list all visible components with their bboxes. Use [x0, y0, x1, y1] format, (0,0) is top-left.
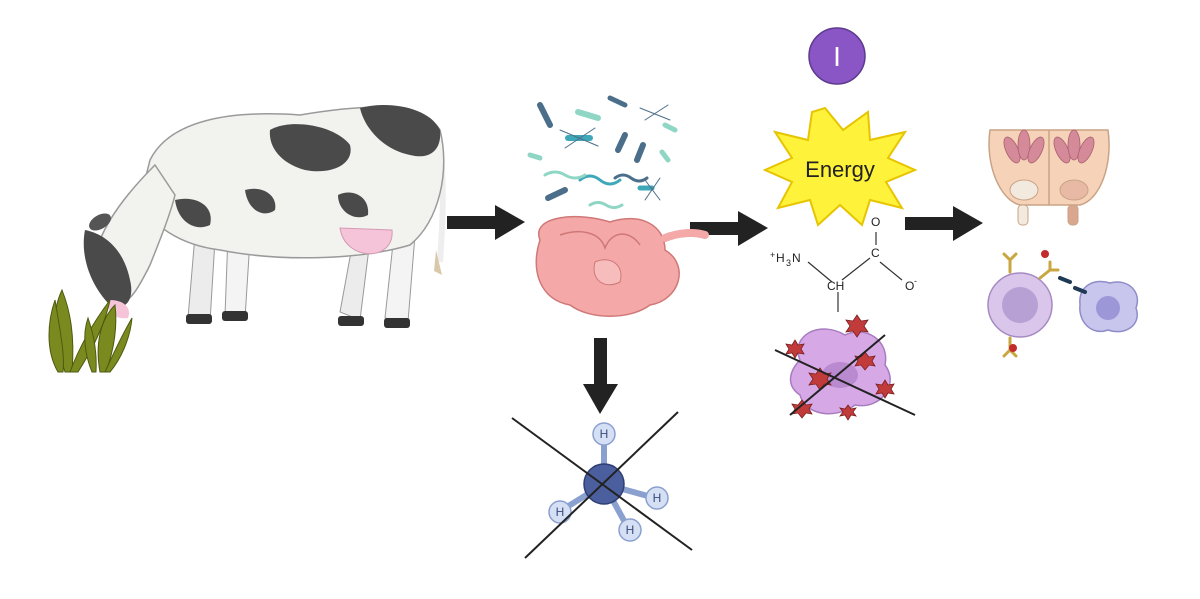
mammary-gland	[988, 129, 1110, 226]
amino-acid-structure	[807, 232, 903, 312]
amine-subscript: 3	[786, 258, 791, 268]
anion-oxygen: O	[905, 279, 914, 293]
energy-starburst: Energy	[762, 106, 918, 227]
badge-label: I	[833, 41, 841, 72]
oxidative-stress-cell	[774, 314, 916, 421]
carboxyl-carbon: C	[871, 246, 880, 260]
carbonyl-oxygen: O	[871, 215, 880, 229]
arrows	[447, 205, 983, 414]
methane-molecule: H H H H	[511, 411, 693, 559]
methane-h-bottom: H	[626, 523, 635, 537]
rumen-stomach	[535, 215, 709, 317]
alpha-carbon: CH	[827, 279, 844, 293]
methane-h-right: H	[653, 491, 662, 505]
energy-label: Energy	[805, 157, 875, 182]
arrow-rumen-to-energy	[690, 211, 768, 246]
badge-circle: I	[808, 27, 866, 85]
immune-cells	[987, 250, 1139, 358]
methane-h-left: H	[556, 505, 565, 519]
seaweed-illustration	[48, 288, 133, 373]
microbes-cluster	[527, 95, 678, 209]
methane-h-top: H	[600, 427, 609, 441]
arrow-cow-to-rumen	[447, 205, 525, 240]
arrow-energy-to-outcomes	[905, 206, 983, 241]
anion-superscript: -	[914, 276, 917, 286]
amino-acid-labels: + H 3 N CH C O O -	[770, 215, 917, 293]
amine-h: H	[776, 251, 785, 265]
arrow-rumen-to-methane	[583, 338, 618, 414]
amine-superscript: +	[770, 250, 775, 260]
amine-n: N	[792, 251, 801, 265]
cow-illustration	[83, 104, 446, 328]
